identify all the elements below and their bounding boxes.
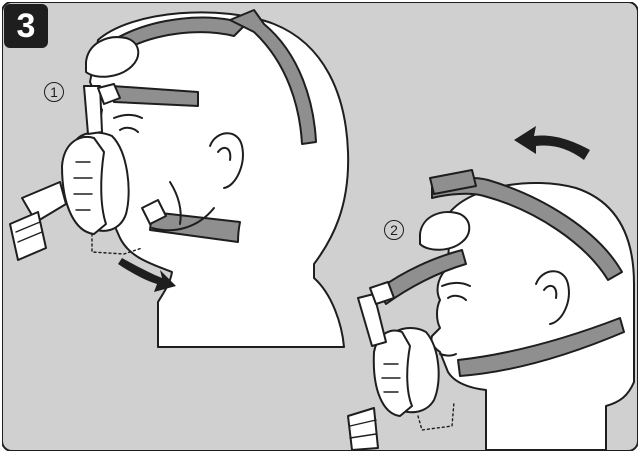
callout-1: 1 bbox=[44, 82, 64, 102]
right-hose bbox=[348, 408, 378, 450]
step-number-badge: 3 bbox=[4, 4, 48, 48]
callout-2: 2 bbox=[384, 220, 404, 240]
